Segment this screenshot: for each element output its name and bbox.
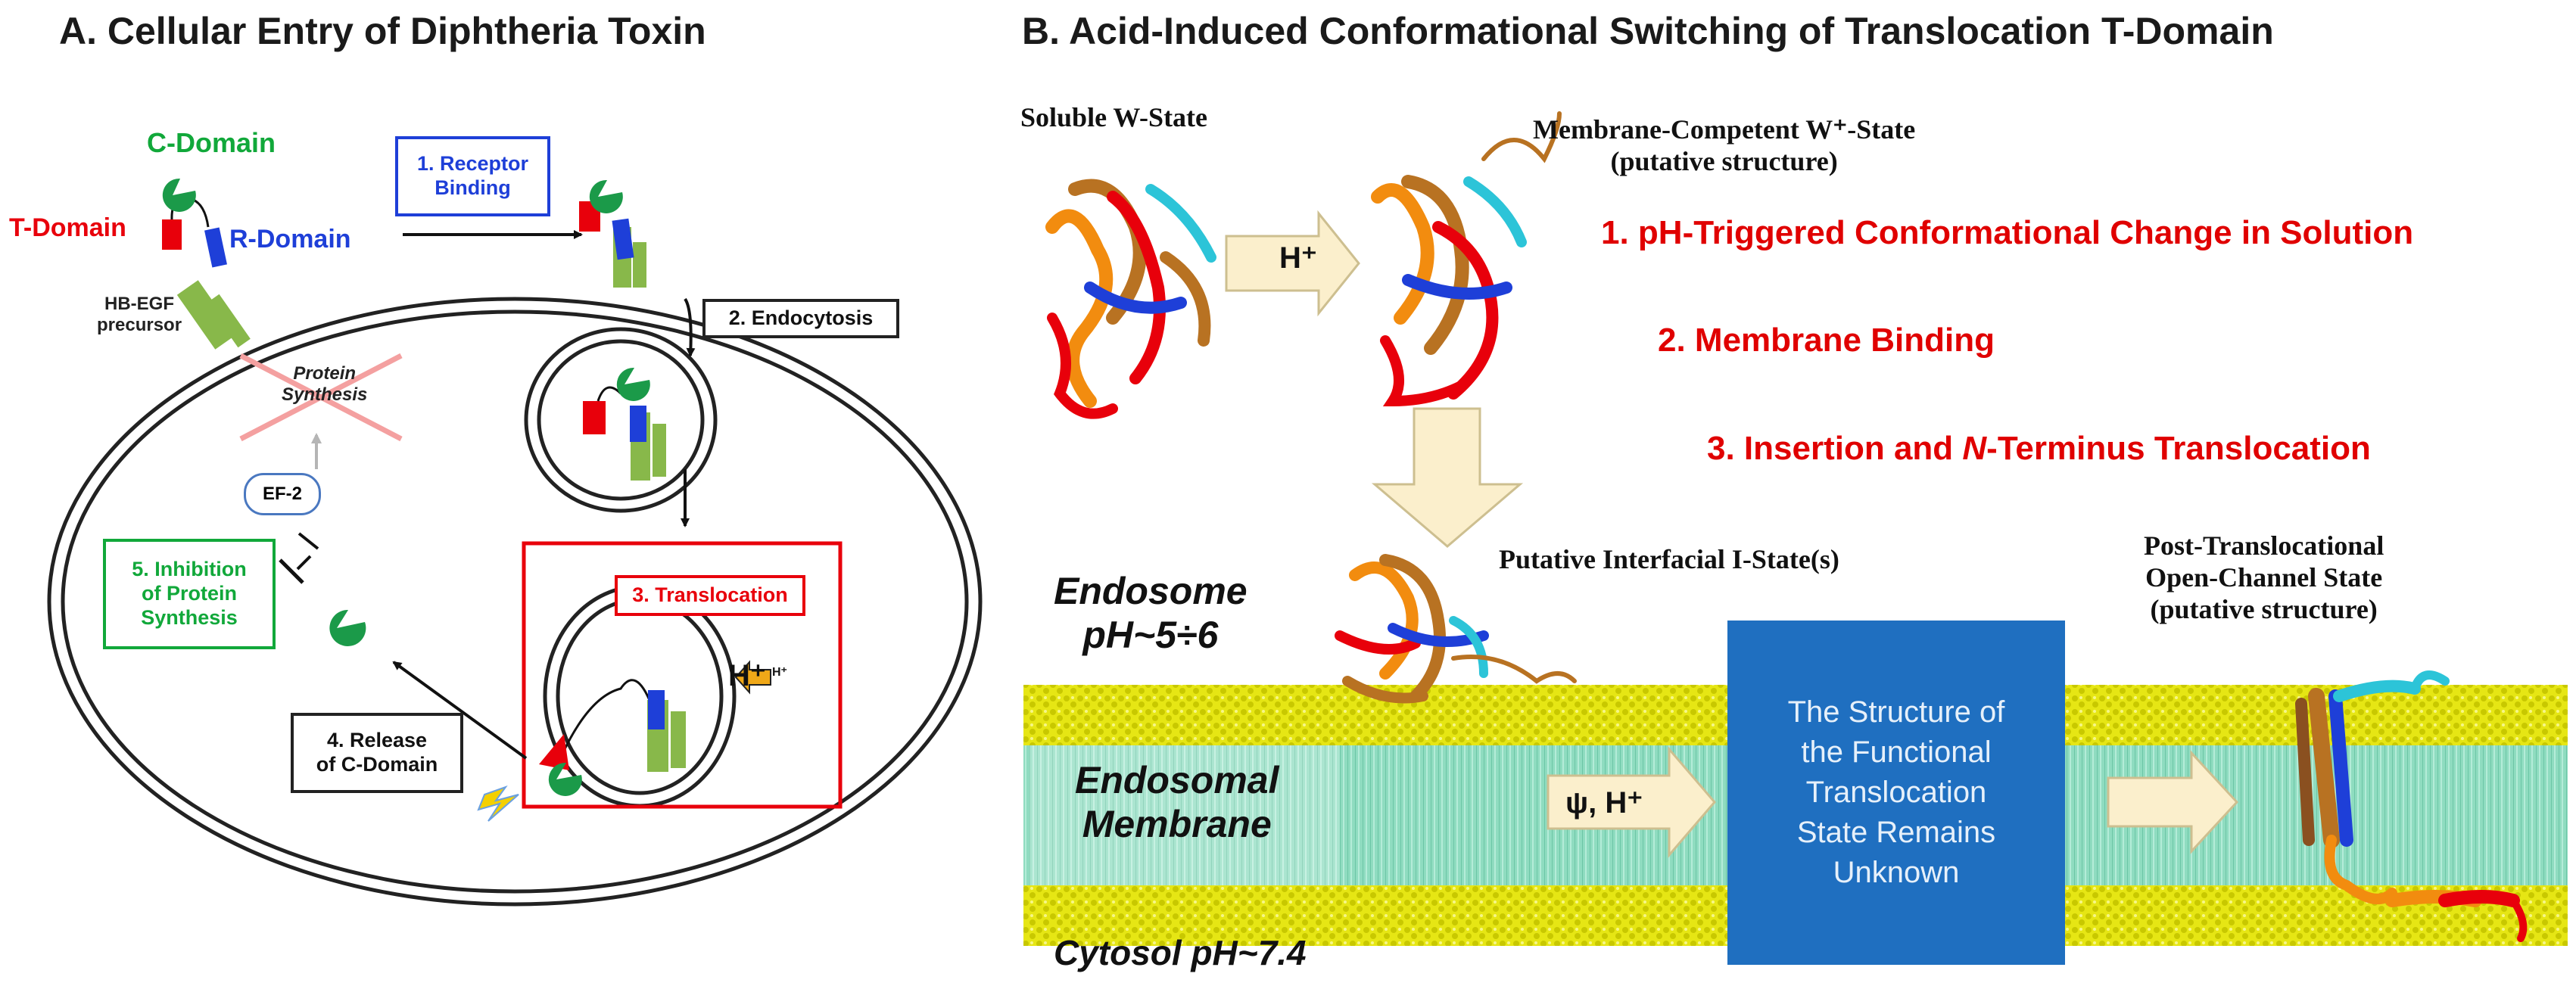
- label-c-domain: C-Domain: [147, 127, 276, 158]
- lightning-icon: [477, 785, 519, 822]
- step-ph-triggered: 1. pH-Triggered Conformational Change in…: [1601, 214, 2414, 251]
- unknown-structure-box: [1727, 621, 2065, 965]
- arrow-down: [1371, 407, 1524, 548]
- panel-b-title: B. Acid-Induced Conformational Switching…: [1022, 10, 2274, 52]
- protein-open-channel: [2295, 670, 2528, 942]
- inhibition-line: [297, 532, 319, 550]
- protein-synthesis-cross: [239, 353, 403, 442]
- cell-membrane: [47, 297, 983, 907]
- label-arrow-h-plus: H⁺: [1279, 241, 1317, 275]
- label-competent-state: Membrane-Competent W⁺-State(putative str…: [1533, 114, 1916, 176]
- protein-interfacial-state: [1335, 554, 1577, 704]
- label-t-domain: T-Domain: [9, 213, 126, 242]
- toxin-molecule-free: [162, 178, 227, 268]
- label-soluble-state: Soluble W-State: [1020, 102, 1208, 132]
- label-arrow-psi-h: ψ, H⁺: [1565, 786, 1643, 820]
- protein-w-plus-state: [1371, 111, 1562, 407]
- label-h-plus: H⁺: [728, 659, 766, 692]
- label-r-domain: R-Domain: [229, 225, 351, 253]
- inhibition-bar: [279, 558, 304, 584]
- step-membrane-binding: 2. Membrane Binding: [1658, 322, 1995, 359]
- translocation-box: [522, 541, 843, 809]
- label-interfacial-state: Putative Interfacial I-State(s): [1499, 544, 1839, 574]
- toxin-receptor-complex: [579, 179, 646, 288]
- arrow-h-plus: [1225, 210, 1360, 317]
- endosome-vesicle: [524, 327, 718, 513]
- step-insertion: 3. Insertion and N-Terminus Translocatio…: [1707, 430, 2371, 467]
- label-h-plus-small: H⁺: [772, 666, 787, 679]
- arrow-release: [392, 661, 528, 760]
- hb-egf-receptor: [176, 280, 251, 350]
- unknown-structure-text: The Structure of the Functional Transloc…: [1787, 695, 2005, 890]
- arrow-psi-h: [1547, 745, 1716, 859]
- step-translocation: 3. Translocation: [615, 575, 805, 616]
- toxin-translocating: [539, 660, 771, 796]
- arrow-endocytosis: [684, 297, 696, 357]
- step-endocytosis: 2. Endocytosis: [702, 299, 899, 338]
- ef2-oval: EF-2: [244, 473, 321, 515]
- label-cytosol: Cytosol pH~7.4: [1054, 933, 1307, 972]
- toxin-in-endosome: [583, 367, 666, 481]
- c-domain-released: [329, 609, 366, 646]
- arrow-to-channel: [2107, 750, 2239, 854]
- protein-soluble-w-state: [1045, 179, 1216, 419]
- panel-a-title: A. Cellular Entry of Diphtheria Toxin: [59, 10, 706, 52]
- inhibition-bar-stem: [296, 555, 312, 571]
